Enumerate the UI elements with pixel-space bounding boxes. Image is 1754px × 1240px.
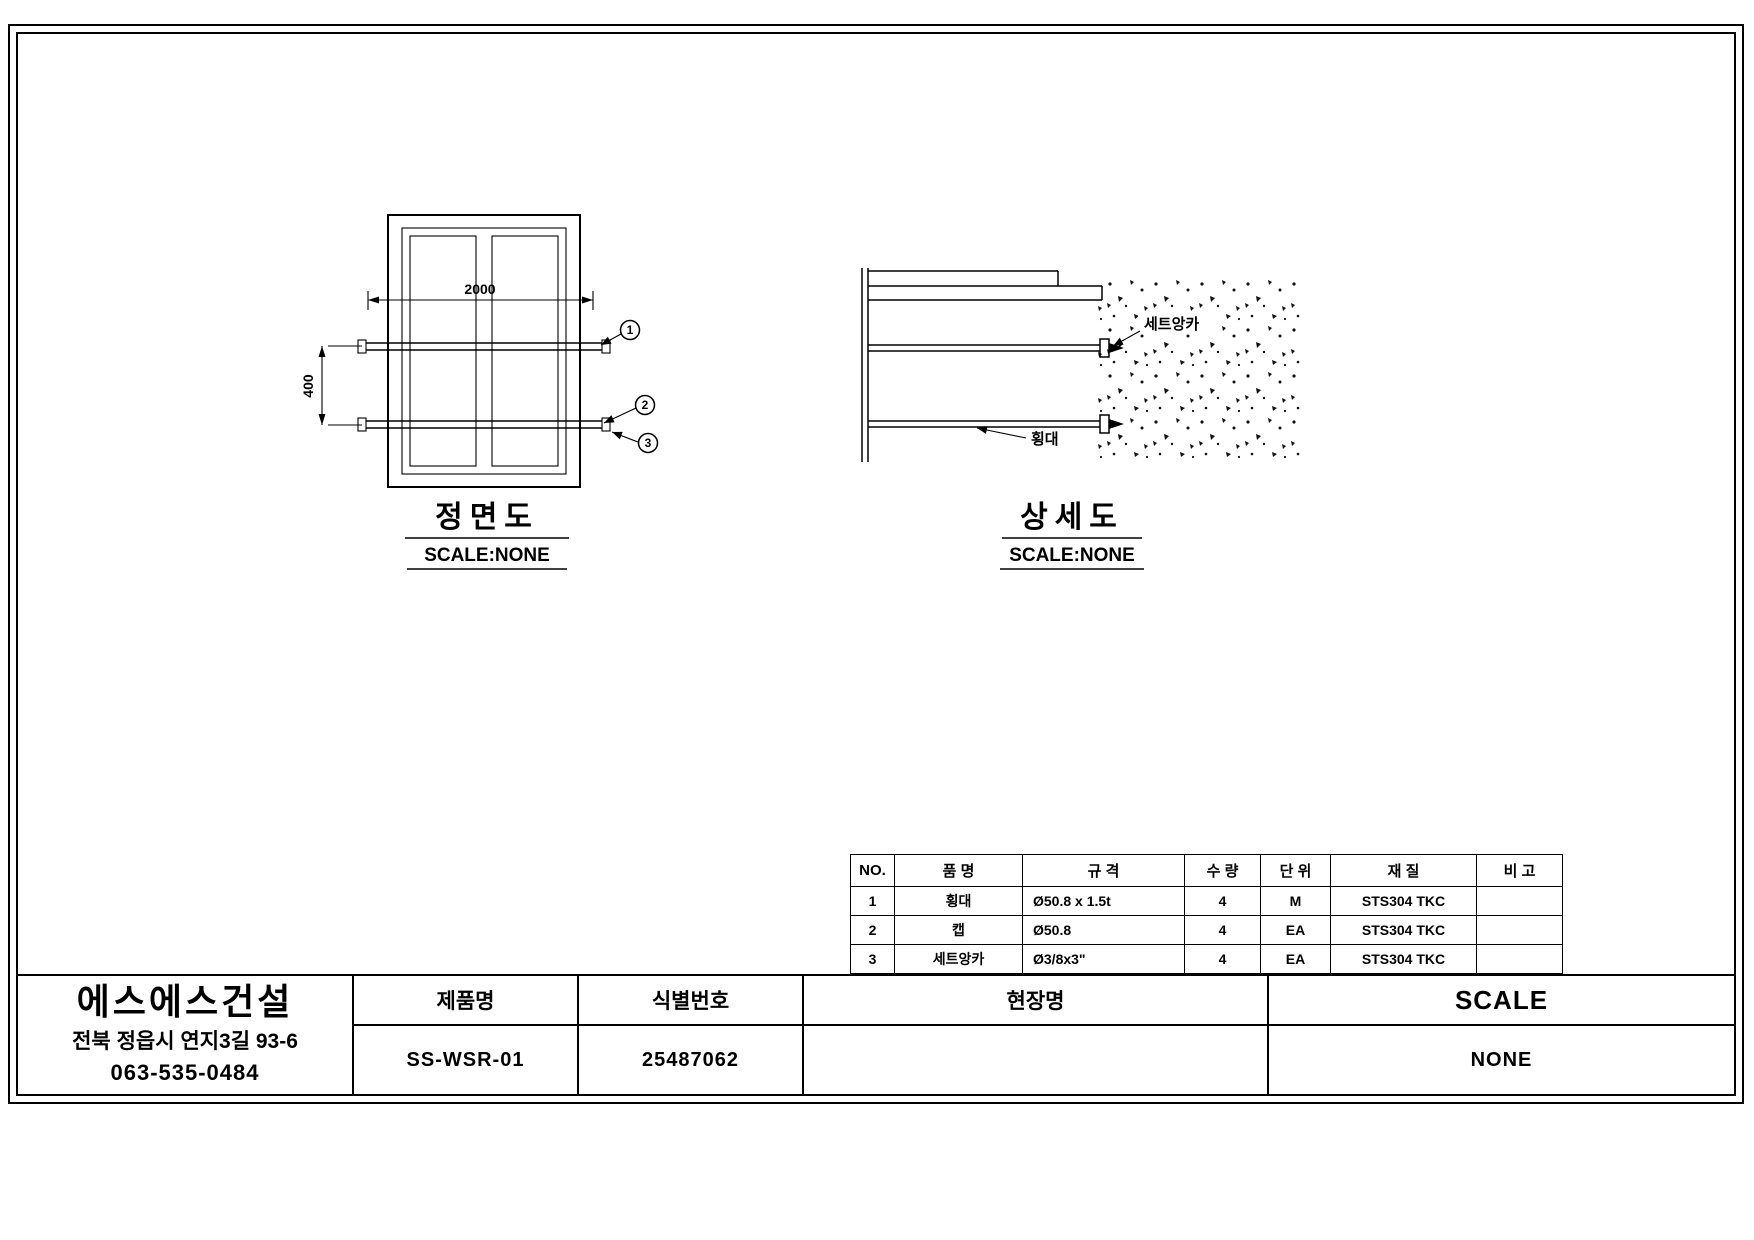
site-name-value [802,1026,1267,1094]
rail-lower [357,417,611,432]
company-cell: 에스에스건설 전북 정읍시 연지3길 93-6 063-535-0484 [18,976,352,1094]
bom-cell-remark [1476,915,1563,945]
bom-header-remark: 비 고 [1476,854,1563,887]
dimension-height: 400 [300,345,362,426]
rail-label: 횡대 [1031,430,1059,448]
bom-header-row: NO. 품 명 규 격 수 량 단 위 재 질 비 고 [850,854,1563,887]
company-name: 에스에스건설 [76,981,294,1022]
callout-3: 3 [611,431,659,454]
bom-cell-no: 1 [850,886,895,916]
rail-upper [357,339,611,354]
dim-height-text: 400 [300,374,316,398]
bom-header-qty: 수 량 [1184,854,1261,887]
dimension-width: 2000 [367,281,594,310]
bom-cell-qty: 4 [1184,915,1261,945]
bom-cell-material: STS304 TKC [1330,886,1477,916]
bom-cell-spec: Ø3/8x3" [1022,944,1185,974]
anchor-label-group: 세트앙카 [1112,312,1222,347]
bom-cell-material: STS304 TKC [1330,944,1477,974]
callout-3-number: 3 [645,436,652,450]
bom-header-spec: 규 격 [1022,854,1185,887]
bom-row-1: 1 횡대 Ø50.8 x 1.5t 4 M STS304 TKC [850,886,1563,916]
detail-view-scale: SCALE:NONE [1009,545,1135,566]
anchor-bottom [1099,414,1124,434]
bom-cell-unit: M [1260,886,1331,916]
callout-2-number: 2 [642,398,649,412]
bom-cell-material: STS304 TKC [1330,915,1477,945]
bom-cell-unit: EA [1260,944,1331,974]
bom-row-2: 2 캡 Ø50.8 4 EA STS304 TKC [850,915,1563,945]
bom-cell-remark [1476,944,1563,974]
bom-cell-name: 캡 [894,915,1023,945]
bom-header-name: 품 명 [894,854,1023,887]
bom-cell-remark [1476,886,1563,916]
concrete-hatch [1098,278,1302,460]
bom-cell-unit: EA [1260,915,1331,945]
bom-cell-name: 세트앙카 [894,944,1023,974]
bom-cell-spec: Ø50.8 x 1.5t [1022,886,1185,916]
bom-cell-qty: 4 [1184,886,1261,916]
bom-cell-qty: 4 [1184,944,1261,974]
product-name-label: 제품명 [352,976,577,1026]
window-frame [387,214,581,488]
bom-row-3: 3 세트앙카 Ø3/8x3" 4 EA STS304 TKC [850,944,1563,974]
bom-table: NO. 품 명 규 격 수 량 단 위 재 질 비 고 1 횡대 Ø50.8 x… [850,854,1563,974]
front-view-scale: SCALE:NONE [424,545,550,566]
scale-value: NONE [1267,1026,1734,1094]
front-view: 2000 400 1 2 [300,214,659,570]
bom-cell-no: 2 [850,915,895,945]
anchor-label: 세트앙카 [1144,315,1199,333]
product-name-value: SS-WSR-01 [352,1026,577,1094]
anchor-top [1099,338,1124,358]
bom-header-no: NO. [850,854,895,887]
bom-cell-spec: Ø50.8 [1022,915,1185,945]
rail-label-group: 횡대 [976,426,1059,448]
callout-2: 2 [603,394,656,424]
title-block: 에스에스건설 전북 정읍시 연지3길 93-6 063-535-0484 제품명… [16,974,1736,1096]
bom-cell-name: 횡대 [894,886,1023,916]
bom-header-material: 재 질 [1330,854,1477,887]
company-address: 전북 정읍시 연지3길 93-6 [72,1030,298,1053]
dim-width-text: 2000 [464,281,495,297]
scale-label: SCALE [1267,976,1734,1026]
callout-1-number: 1 [627,323,634,337]
id-number-label: 식별번호 [577,976,802,1026]
front-view-title: 정면도 [435,501,539,534]
bom-cell-no: 3 [850,944,895,974]
callout-1: 1 [600,319,641,346]
rail-section [868,344,1100,428]
detail-view: 세트앙카 횡대 상세도 SCALE:NONE [861,268,1302,570]
detail-view-title: 상세도 [1020,501,1124,534]
site-name-label: 현장명 [802,976,1267,1026]
bom-header-unit: 단 위 [1260,854,1331,887]
company-phone: 063-535-0484 [110,1060,260,1085]
top-member [868,270,1103,301]
id-number-value: 25487062 [577,1026,802,1094]
sheet-outer-border [8,24,1744,1104]
